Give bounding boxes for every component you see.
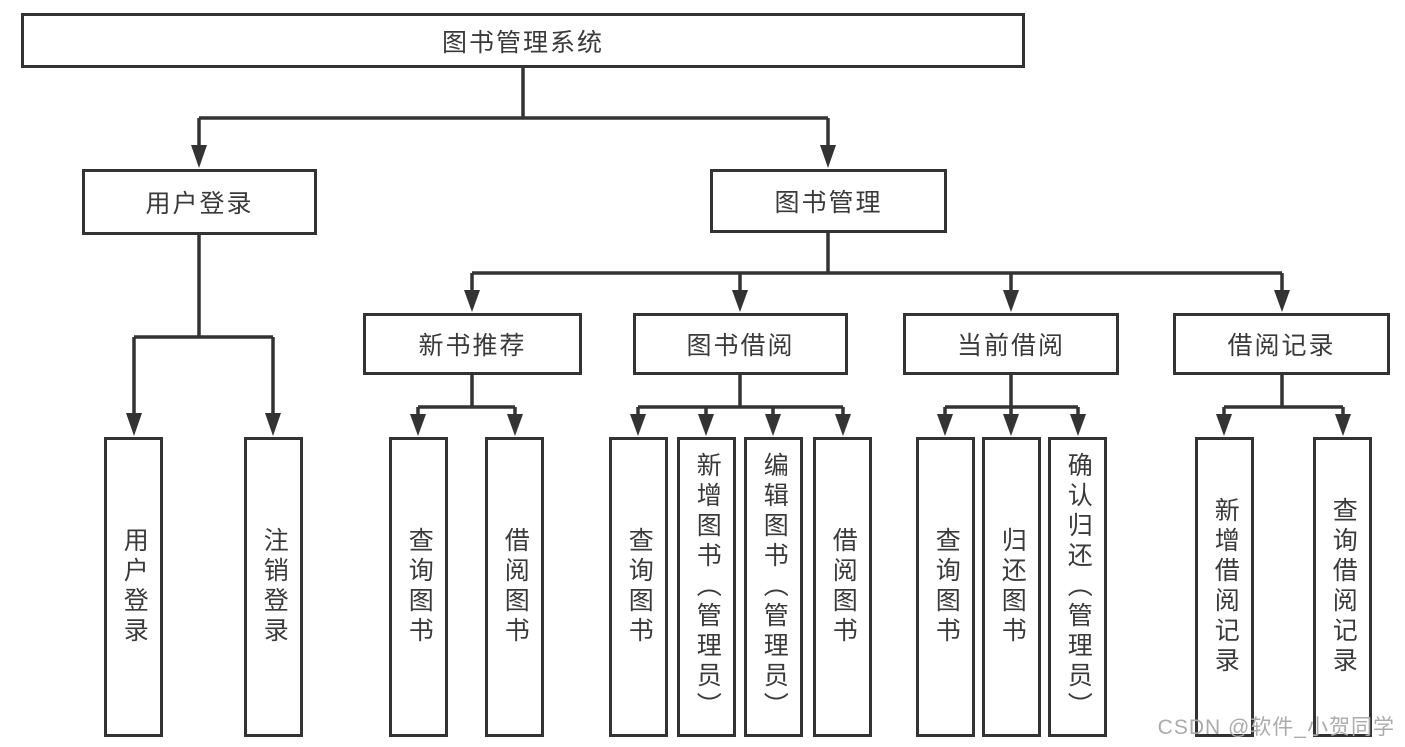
leaf-add-borrow-record: 新增借阅记录 <box>1195 437 1254 737</box>
connector-newbook-to-leaves <box>416 375 517 415</box>
node-borrowing-records: 借阅记录 <box>1173 313 1390 375</box>
connector-bookmgmt-to-level3 <box>470 232 1284 292</box>
arrowhead-icon <box>410 414 426 436</box>
connector-userlogin-to-leaves <box>132 235 275 415</box>
node-new-book-recommend: 新书推荐 <box>363 313 582 375</box>
connector-borrow-to-leaves <box>636 375 845 415</box>
arrowhead-icon <box>698 414 714 436</box>
leaf-query-books-borrow: 查询图书 <box>609 437 668 737</box>
leaf-borrow-books: 借阅图书 <box>813 437 872 737</box>
node-library-management-system: 图书管理系统 <box>21 13 1025 68</box>
leaf-confirm-return-admin: 确认归还（管理员） <box>1048 437 1107 737</box>
arrowhead-icon <box>630 414 646 436</box>
arrowhead-icon <box>1216 414 1232 436</box>
arrowhead-icon <box>1003 290 1019 312</box>
leaf-query-books-newbook: 查询图书 <box>389 437 448 737</box>
arrowhead-icon <box>937 414 953 436</box>
leaf-add-books-admin: 新增图书（管理员） <box>677 437 736 737</box>
leaf-borrow-books-newbook: 借阅图书 <box>485 437 544 737</box>
connector-root-to-level2 <box>197 68 830 147</box>
arrowhead-icon <box>265 413 281 436</box>
leaf-query-borrow-record: 查询借阅记录 <box>1313 437 1372 737</box>
leaf-return-books: 归还图书 <box>982 437 1041 737</box>
leaf-query-books-current: 查询图书 <box>916 437 975 737</box>
arrowhead-icon <box>1335 414 1351 436</box>
arrowhead-icon <box>464 290 480 312</box>
node-user-login: 用户登录 <box>82 169 317 235</box>
arrowhead-icon <box>507 414 523 436</box>
connector-record-to-leaves <box>1222 375 1345 415</box>
leaf-edit-books-admin: 编辑图书（管理员） <box>744 437 803 737</box>
arrowhead-icon <box>820 145 836 168</box>
node-current-borrowing: 当前借阅 <box>903 313 1119 375</box>
arrowhead-icon <box>1003 414 1019 436</box>
arrowheads <box>126 145 1351 436</box>
arrowhead-icon <box>1274 290 1290 312</box>
arrowhead-icon <box>732 290 748 312</box>
arrowhead-icon <box>126 413 142 436</box>
arrowhead-icon <box>765 414 781 436</box>
arrowhead-icon <box>1070 414 1086 436</box>
node-book-borrowing: 图书借阅 <box>633 313 848 375</box>
leaf-user-login: 用户登录 <box>104 437 163 737</box>
csdn-watermark: CSDN @软件_小贺同学 <box>1157 716 1395 739</box>
node-book-management: 图书管理 <box>710 169 947 233</box>
arrowhead-icon <box>835 414 851 436</box>
leaf-logout: 注销登录 <box>244 437 303 737</box>
connector-current-to-leaves <box>943 375 1080 415</box>
arrowhead-icon <box>191 145 207 168</box>
